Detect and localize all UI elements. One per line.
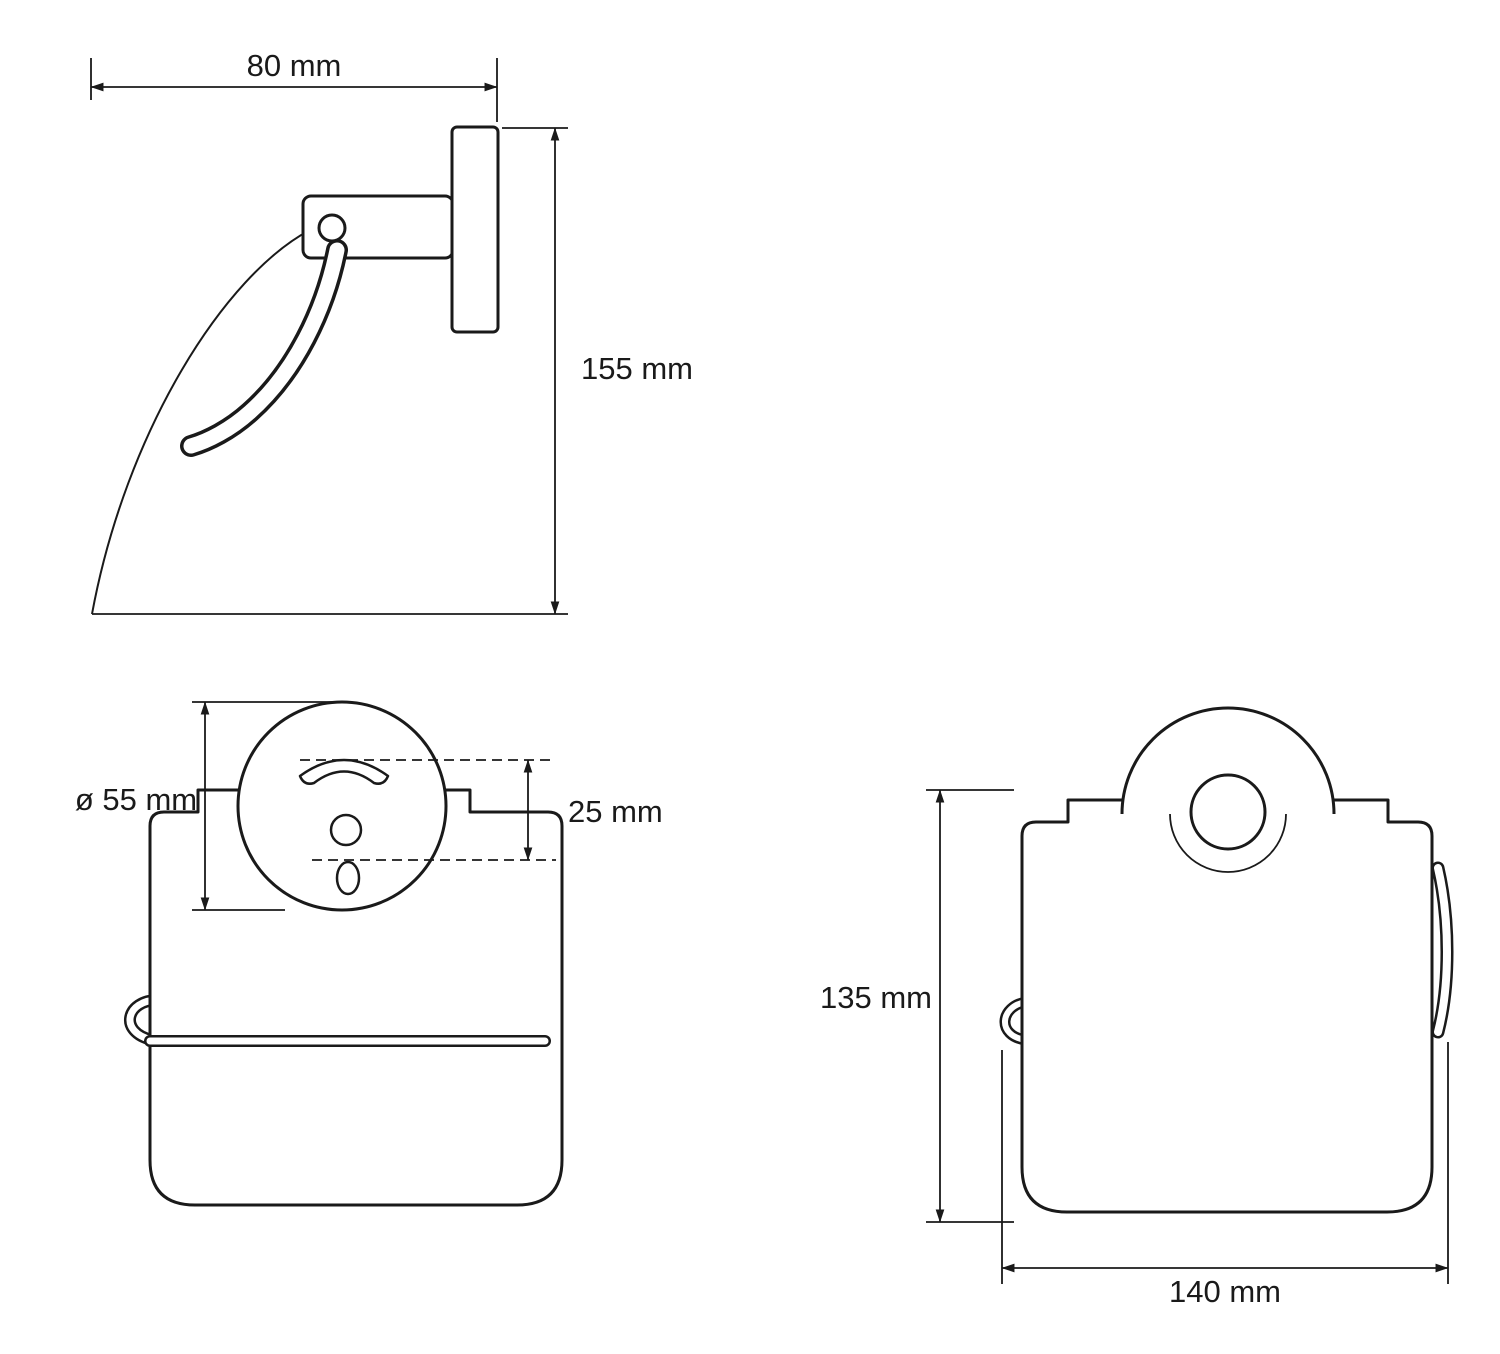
dimension-label-80mm: 80 mm	[247, 48, 342, 83]
rosette-semicircle	[1120, 706, 1336, 815]
side-view: 80 mm 155 mm	[90, 48, 693, 615]
hinge-knob	[1189, 773, 1267, 851]
dimension-label-155mm: 155 mm	[581, 351, 693, 386]
cover-body	[1020, 798, 1434, 1214]
holder-rod-outline	[180, 239, 348, 457]
dimension-label-25mm: 25 mm	[568, 794, 663, 829]
screw-slot	[335, 860, 361, 896]
wire-hook-core	[1002, 999, 1029, 1043]
front-view-cover: 135 mm 140 mm	[820, 706, 1454, 1309]
dimension-label-140mm: 140 mm	[1169, 1274, 1281, 1309]
rod-pivot	[317, 213, 347, 243]
dimension-label-55mm: ø 55 mm	[75, 782, 197, 817]
holder-rod-core	[183, 242, 345, 454]
screw-hole	[329, 813, 363, 847]
paper-sheet-curve	[91, 229, 311, 615]
knob-recess-arc	[1169, 813, 1287, 873]
dimension-label-135mm: 135 mm	[820, 980, 932, 1015]
wall-plate	[450, 125, 500, 334]
front-view-detail: ø 55 mm 25 mm	[75, 700, 663, 1207]
wire-right-core	[1434, 864, 1451, 1036]
holder-body	[148, 788, 564, 1207]
